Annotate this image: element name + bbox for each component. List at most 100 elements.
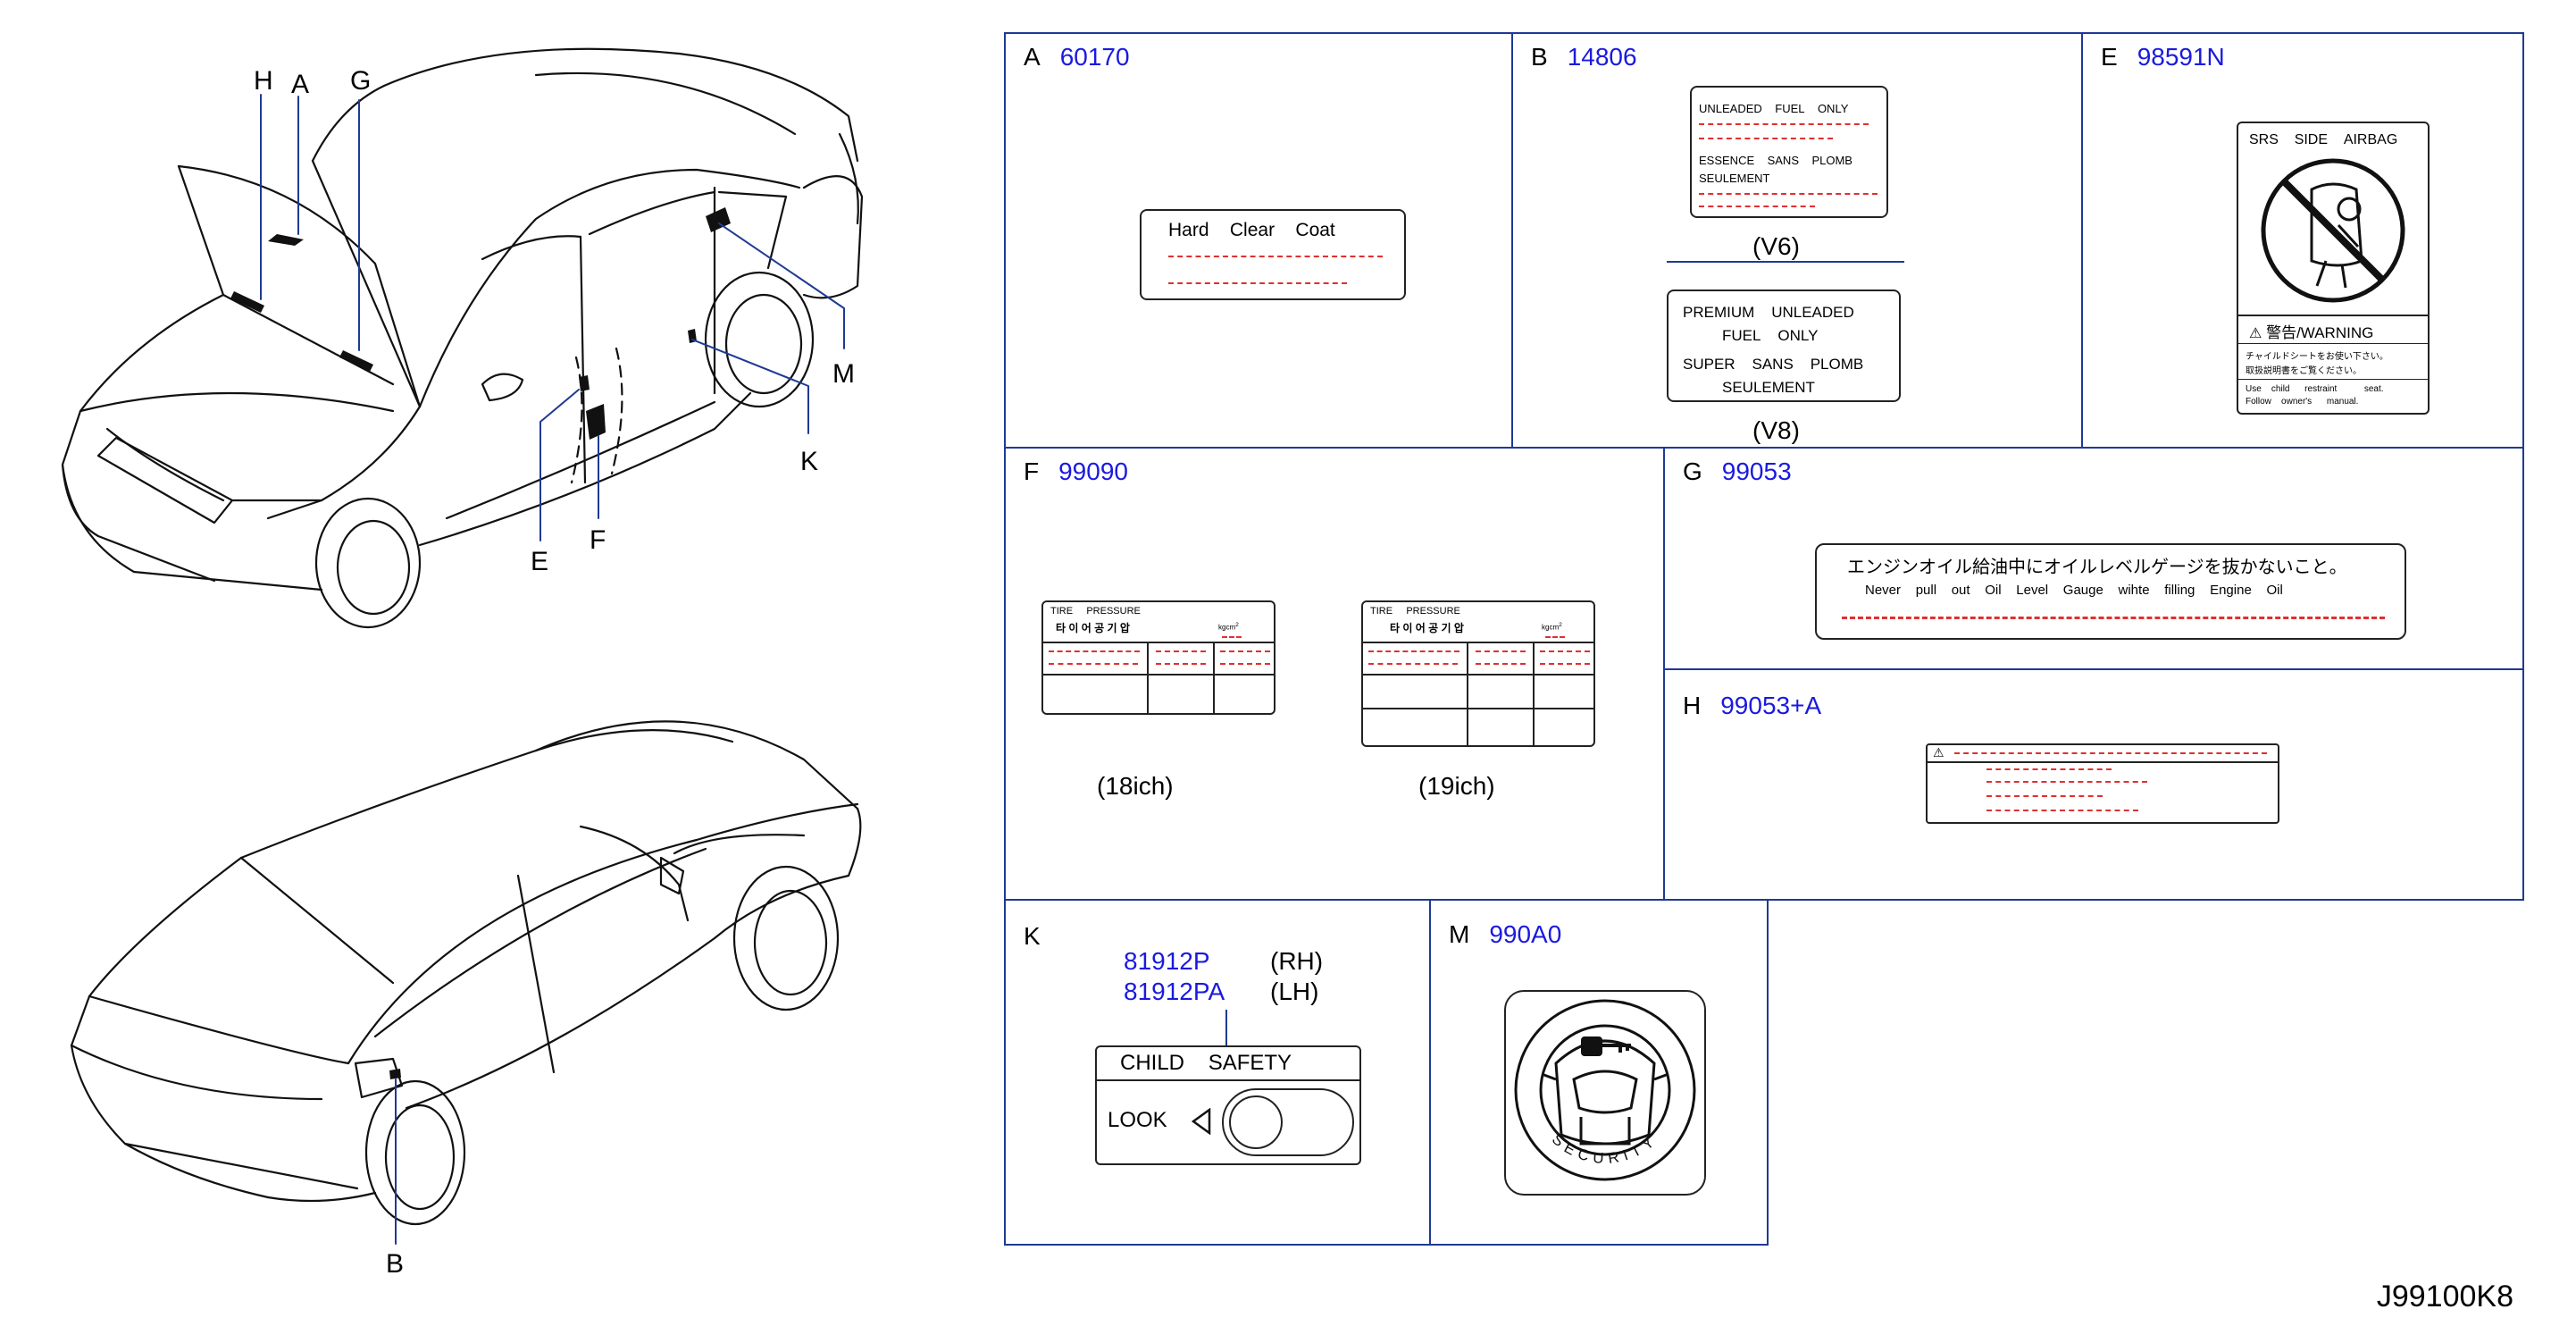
label-word: SANS [1767,154,1799,167]
ring-security-text: SECURITY [1549,1130,1656,1167]
cell-b-part-number: 14806 [1567,43,1637,71]
leader-line [1225,1010,1227,1047]
label-word: Oil [1985,583,2002,598]
label-word: pull [1915,583,1937,598]
unit-superscript: 2 [1559,622,1562,628]
divider [2238,315,2428,316]
divider [2238,379,2428,380]
tire-pressure-label-18: TIRE PRESSURE 타 이 어 공 기 압 kgcm2 [1041,600,1275,715]
divider [1363,674,1593,676]
no-child-seat-icon [2261,158,2405,303]
divider [1043,674,1274,676]
callout-b: B [386,1249,405,1279]
label-word: PRESSURE [1406,606,1460,617]
divider [1533,642,1535,747]
text-placeholder-line [1368,650,1459,652]
cell-k-letter: K [1024,922,1041,950]
japanese-line: 取扱説明書をご覧ください。 [2246,366,2362,376]
text-placeholder-line [1476,650,1526,652]
svg-text:SECURITY: SECURITY [1549,1130,1661,1167]
text-placeholder-line [1699,193,1878,195]
unit-superscript: 2 [1235,622,1239,628]
label-word: Never [1865,583,1902,598]
tire-pressure-label-19: TIRE PRESSURE 타 이 어 공 기 압 kgcm2 [1361,600,1595,747]
text-placeholder-line [1986,781,2147,783]
label-word: child [2271,384,2290,394]
text-placeholder-line [1220,650,1270,652]
label-word: Gauge [2062,583,2103,598]
text-placeholder-line [1156,650,1206,652]
switch-knob [1229,1095,1283,1149]
cell-g-part-number: 99053 [1721,457,1792,485]
text-placeholder-line [1049,650,1140,652]
part-number-rh: 81912P [1124,947,1210,975]
label-word: SANS [1752,356,1794,373]
unit-text: kgcm [1218,623,1236,632]
callout-a: A [291,70,310,99]
cell-a: A 60170 Hard Clear Coat [1004,32,1513,449]
label-word: Coat [1295,220,1335,240]
label-word: owner's [2281,397,2313,407]
cell-h-letter: H [1683,692,1702,719]
fuel-label-v6: UNLEADED FUEL ONLY ESSENCE SANS PLOMB SE… [1690,86,1888,218]
divider [1667,261,1904,263]
label-word: PLOMB [1810,356,1864,373]
callout-h: H [254,66,273,96]
label-word: Clear [1229,220,1275,240]
label-word: AIRBAG [2343,132,2398,147]
cell-m-letter: M [1449,920,1470,948]
label-word: SIDE [2294,132,2329,147]
label-word: Level [2016,583,2049,598]
label-word: Engine [2210,583,2252,598]
caption-19-inch: (19ich) [1418,772,1495,800]
warning-triangle-icon: ⚠ [1933,745,1945,760]
security-label: SECURITY [1504,990,1706,1196]
cell-a-part-number: 60170 [1059,43,1130,71]
label-word: FUEL [1775,102,1805,115]
rear-car-drawing [70,720,862,1226]
front-car-drawing [61,47,864,629]
label-word: ESSENCE [1699,154,1755,167]
text-placeholder-line [1986,810,2138,811]
label-word: wihte [2118,583,2150,598]
divider [2238,343,2428,344]
text-placeholder-line [1220,663,1270,665]
divider [1363,642,1593,643]
v6-caption: (V6) [1752,232,1800,260]
unit-text: kgcm [1542,623,1560,632]
text-placeholder-line [1222,636,1242,638]
text-placeholder-line [1842,617,2385,619]
divider [1928,761,2278,763]
text-placeholder-line [1545,636,1565,638]
label-word: ONLY [1777,327,1819,344]
divider [1043,642,1274,643]
text-placeholder-line [1699,206,1815,207]
label-word: CHILD [1120,1051,1185,1075]
callout-k: K [800,447,819,476]
korean-text: 타 이 어 공 기 압 [1056,622,1130,634]
text-placeholder-line [1540,663,1590,665]
cell-a-letter: A [1024,43,1041,71]
side-lh: (LH) [1270,978,1319,1005]
car-illustrations [61,47,864,1245]
text-placeholder-line [1168,282,1347,284]
cell-f-part-number: 99090 [1058,457,1128,485]
callout-m: M [832,359,855,389]
label-word: FUEL [1722,327,1761,344]
label-word: seat. [2363,384,2384,394]
label-word: SEULEMENT [1722,379,1815,396]
japanese-warning-text: エンジンオイル給油中にオイルレベルゲージを抜かないこと。 [1847,558,2347,577]
diagram-code: J99100K8 [2376,1280,2513,1313]
korean-text: 타 이 어 공 기 압 [1390,622,1464,634]
car-key-security-icon [1514,999,1696,1181]
text-placeholder-line [1476,663,1526,665]
label-word: Hard [1168,220,1209,240]
label-word: TIRE [1050,606,1074,617]
label-word: PLOMB [1811,154,1853,167]
divider [1097,1079,1359,1081]
divider [1147,642,1149,715]
srs-airbag-label: SRS SIDE AIRBAG ⚠ 警告/WARNING チャイルドシートをお使… [2237,122,2430,415]
text-placeholder-line [1540,650,1590,652]
